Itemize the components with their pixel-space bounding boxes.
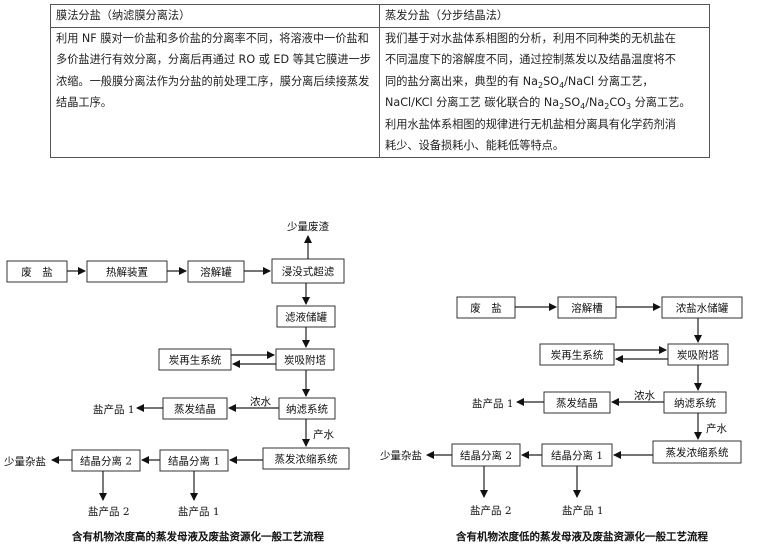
right-dissolve-tank-label: 溶解槽	[571, 302, 603, 315]
right-cryst-sep2-label: 结晶分离 2	[460, 449, 512, 462]
left-conc-water-label: 浓水	[250, 396, 271, 408]
right-evap-cryst-label: 蒸发结晶	[556, 397, 598, 410]
left-product-water-label: 产水	[313, 428, 334, 441]
left-salt1-label: 盐产品 1	[93, 403, 135, 416]
left-residue-label: 少量废渣	[287, 220, 329, 233]
left-immersion-filter-box	[271, 258, 345, 284]
right-waste-salt-label: 废 盐	[470, 302, 502, 315]
right-mixed-salt-label: 少量杂盐	[380, 449, 422, 462]
left-flow-arrows	[51, 235, 312, 501]
left-pyrolysis-label: 热解装置	[106, 266, 148, 279]
evaporation-method-description: 我们基于对水盐体系相图的分析，利用不同种类的无机盐在不同温度下的溶解度不同，通过…	[379, 26, 710, 158]
left-carbon-tower-label: 炭吸附塔	[284, 354, 326, 367]
left-evap-cryst-label: 蒸发结晶	[174, 403, 216, 416]
right-carbon-regen-box	[539, 343, 615, 366]
comparison-table: 膜法分盐（纳滤膜分离法） 蒸发分盐（分步结晶法） 利用 NF 膜对一价盐和多价盐…	[50, 4, 710, 158]
right-evap-conc-label: 蒸发浓缩系统	[666, 446, 729, 459]
left-immersion-filter-label: 浸没式超滤	[282, 265, 335, 278]
left-filtrate-tank-label: 滤液储罐	[285, 311, 327, 324]
left-carbon-regen-label: 炭再生系统	[169, 354, 222, 367]
right-carbon-regen-label: 炭再生系统	[551, 349, 604, 362]
left-salt2-label: 盐产品 2	[88, 505, 130, 518]
right-product-water-label: 产水	[706, 422, 727, 435]
left-carbon-tower-box	[275, 348, 335, 371]
left-caption: 含有机物浓度高的蒸发母液及废盐资源化一般工艺流程	[72, 530, 324, 543]
left-waste-salt-label: 废 盐	[21, 266, 53, 279]
left-nf-system-label: 纳滤系统	[286, 403, 328, 416]
right-carbon-tower-label: 炭吸附塔	[677, 349, 719, 362]
right-salt2-label: 盐产品 2	[470, 504, 512, 517]
left-dissolve-tank-label: 溶解罐	[200, 266, 232, 279]
left-carbon-regen-box	[158, 348, 232, 371]
left-flow: 废 盐 热解装置 溶解罐 浸没式超滤 少量废渣 滤液储罐 炭再生系统 炭吸附塔 …	[4, 220, 350, 543]
right-brine-tank-label: 浓盐水储罐	[676, 302, 729, 315]
left-evap-conc-box	[262, 447, 350, 470]
left-salt1b-label: 盐产品 1	[178, 505, 220, 518]
left-cryst-sep2-label: 结晶分离 2	[80, 455, 132, 468]
membrane-method-text: 利用 NF 膜对一价盐和多价盐的分离率不同，将溶液中一价盐和多价盐进行有效分离，…	[56, 31, 371, 110]
right-salt1-label: 盐产品 1	[472, 397, 514, 410]
evaporation-method-text: 我们基于对水盐体系相图的分析，利用不同种类的无机盐在不同温度下的溶解度不同，通过…	[385, 31, 691, 153]
membrane-method-description: 利用 NF 膜对一价盐和多价盐的分离率不同，将溶液中一价盐和多价盐进行有效分离，…	[50, 26, 380, 158]
right-conc-water-label: 浓水	[634, 390, 655, 402]
right-nf-system-label: 纳滤系统	[674, 397, 716, 410]
right-cryst-sep1-label: 结晶分离 1	[551, 449, 603, 462]
left-evap-conc-label: 蒸发浓缩系统	[275, 453, 338, 466]
right-flow-arrows	[426, 303, 702, 498]
right-brine-tank-box	[661, 296, 743, 319]
left-cryst-sep1-label: 结晶分离 1	[168, 455, 220, 468]
right-caption: 含有机物浓度低的蒸发母液及废盐资源化一般工艺流程	[456, 530, 708, 543]
right-salt1b-label: 盐产品 1	[562, 504, 604, 517]
left-mixed-salt-label: 少量杂盐	[4, 455, 46, 468]
right-evap-conc-box	[652, 440, 742, 464]
right-flow: 废 盐 溶解槽 浓盐水储罐 炭再生系统 炭吸附塔 蒸发结晶 纳滤系统 蒸发浓缩系…	[380, 296, 743, 543]
